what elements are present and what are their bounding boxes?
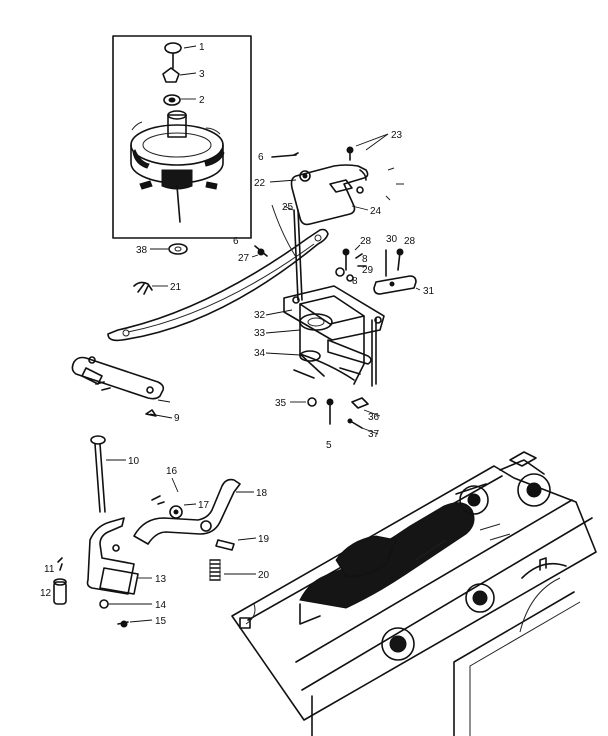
callout-23: 23 — [391, 130, 403, 141]
lower-bracket-assembly: 11 12 13 14 15 — [40, 517, 167, 628]
long-curved-lever — [107, 228, 329, 342]
callout-29: 29 — [362, 265, 374, 276]
callout-1: 1 — [199, 42, 205, 53]
callout-13: 13 — [155, 574, 167, 585]
upper-lever-assembly: 23 6 22 24 — [254, 130, 404, 226]
left-lever-plate: 9 — [71, 356, 180, 424]
shaft-25: 25 — [271, 202, 303, 301]
callout-28-b: 28 — [404, 236, 416, 247]
callout-34: 34 — [254, 348, 266, 359]
callout-8-b: 8 — [352, 276, 358, 287]
screw-27: 6 27 — [233, 236, 268, 264]
callout-8-a: 8 — [362, 254, 368, 265]
callout-6-upper: 6 — [258, 152, 264, 163]
callout-6-mid: 6 — [233, 236, 239, 247]
callout-27: 27 — [238, 253, 250, 264]
screws-35-37: 35 5 36 37 — [275, 397, 381, 451]
callout-25: 25 — [282, 202, 294, 213]
inset-tension-assembly: 1 3 2 — [112, 35, 252, 239]
callout-36: 36 — [368, 412, 380, 423]
callout-10: 10 — [128, 456, 140, 467]
callout-16: 16 — [166, 466, 178, 477]
callout-12: 12 — [40, 588, 52, 599]
callout-35: 35 — [275, 398, 287, 409]
callout-20: 20 — [258, 570, 270, 581]
screw-cluster-28-31: 28 8 29 8 30 28 31 — [335, 234, 435, 297]
callout-2: 2 — [199, 95, 205, 106]
spring-20: 20 — [209, 559, 270, 581]
callout-19: 19 — [258, 534, 270, 545]
callout-14: 14 — [155, 600, 167, 611]
bracket-assembly: 32 33 34 — [254, 285, 385, 387]
callout-11: 11 — [44, 564, 55, 575]
machine-body-view — [231, 451, 597, 736]
callout-21: 21 — [170, 282, 182, 293]
spring-clip-21: 21 — [133, 281, 182, 295]
callout-32: 32 — [254, 310, 266, 321]
callout-17: 17 — [198, 500, 210, 511]
callout-28-a: 28 — [360, 236, 372, 247]
callout-38: 38 — [136, 245, 148, 256]
callout-30: 30 — [386, 234, 398, 245]
callout-24: 24 — [370, 206, 382, 217]
crank-lever-assembly: 16 17 18 19 — [133, 466, 270, 551]
rod-10: 10 — [90, 435, 140, 513]
callout-5: 5 — [326, 440, 332, 451]
washer-38: 38 — [136, 243, 188, 256]
callout-9: 9 — [174, 413, 180, 424]
callout-22: 22 — [254, 178, 266, 189]
callout-33: 33 — [254, 328, 266, 339]
callout-31: 31 — [423, 286, 435, 297]
callout-37: 37 — [368, 429, 380, 440]
callout-18: 18 — [256, 488, 268, 499]
callout-15: 15 — [155, 616, 167, 627]
callout-3: 3 — [199, 69, 205, 80]
